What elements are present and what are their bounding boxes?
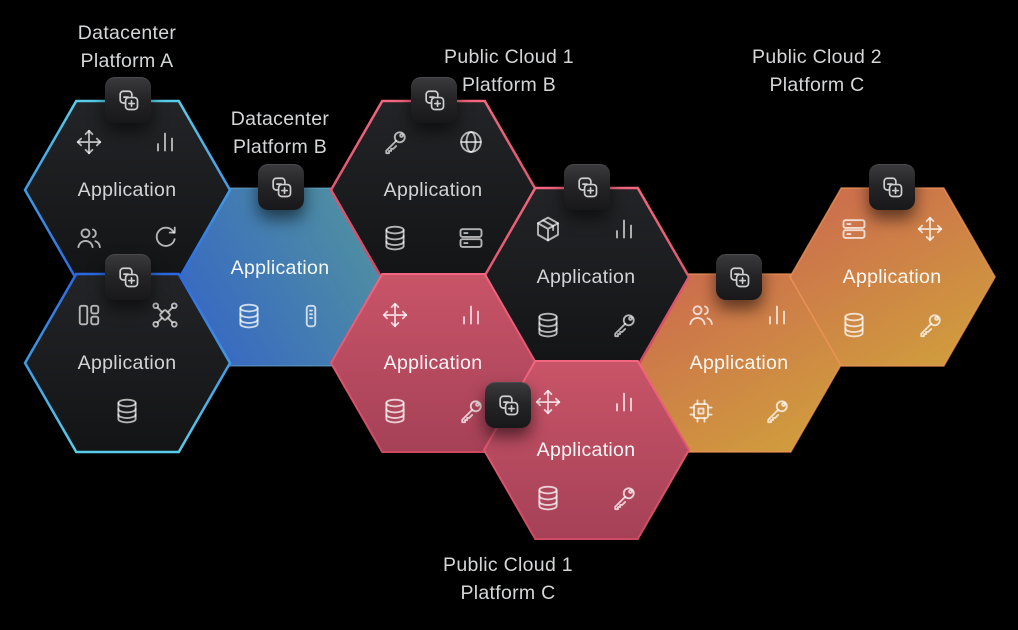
hexagon-shape bbox=[23, 272, 231, 454]
platform-label-datacenter-b: Datacenter Platform B bbox=[160, 105, 400, 161]
duplicate-add-badge bbox=[869, 164, 915, 210]
rack-icon bbox=[839, 214, 869, 244]
duplicate-add-icon bbox=[574, 174, 601, 201]
application-label: Application bbox=[842, 266, 942, 288]
database-icon bbox=[533, 483, 563, 513]
application-label: Application bbox=[536, 439, 636, 461]
duplicate-add-badge bbox=[105, 254, 151, 300]
application-label: Application bbox=[689, 352, 789, 374]
application-label: Application bbox=[77, 179, 177, 201]
bar-chart-icon bbox=[609, 214, 639, 244]
hexagon-public-cloud-1c-application-2: Application bbox=[482, 359, 691, 541]
platform-label-line: Platform B bbox=[461, 74, 557, 96]
hexagon-icon-row-top bbox=[788, 214, 997, 244]
duplicate-add-badge bbox=[258, 164, 304, 210]
key-icon bbox=[915, 310, 945, 340]
platform-label-line: Platform B bbox=[232, 136, 328, 158]
hexagon-icon-row-top bbox=[482, 214, 691, 244]
key-icon bbox=[762, 396, 792, 426]
key-icon bbox=[609, 310, 639, 340]
database-icon bbox=[533, 310, 563, 340]
hexagon-public-cloud-2-application-2: Application bbox=[788, 186, 997, 368]
package-icon bbox=[533, 214, 563, 244]
users-icon bbox=[74, 223, 104, 253]
hexagon-icon-row-bottom bbox=[23, 396, 232, 426]
move-icon bbox=[74, 127, 104, 157]
platform-label-line: Platform A bbox=[80, 50, 174, 72]
network-icon bbox=[150, 300, 180, 330]
move-icon bbox=[380, 300, 410, 330]
hexagon-shape bbox=[788, 187, 996, 367]
bar-chart-icon bbox=[609, 387, 639, 417]
hexagon-icon-row-bottom bbox=[23, 223, 232, 253]
hexagon-datacenter-a-application-2: Application bbox=[23, 272, 232, 454]
hexagon-icon-row-bottom bbox=[482, 483, 691, 513]
layout-icon bbox=[74, 300, 104, 330]
platform-label-line: Datacenter bbox=[77, 22, 177, 44]
key-icon bbox=[609, 483, 639, 513]
duplicate-add-icon bbox=[495, 392, 522, 419]
database-icon bbox=[380, 223, 410, 253]
duplicate-add-icon bbox=[268, 174, 295, 201]
platform-label-public-cloud-1b: Public Cloud 1 Platform B bbox=[389, 43, 629, 99]
platform-label-line: Public Cloud 1 bbox=[444, 46, 574, 68]
hexagon-shape bbox=[482, 360, 690, 540]
platform-label-line: Public Cloud 1 bbox=[443, 554, 573, 576]
database-icon bbox=[839, 310, 869, 340]
bar-chart-icon bbox=[456, 300, 486, 330]
duplicate-add-icon bbox=[115, 87, 142, 114]
server-icon bbox=[296, 301, 326, 331]
platform-label-public-cloud-2c: Public Cloud 2 Platform C bbox=[697, 43, 937, 99]
hexagon-icon-row-top bbox=[23, 300, 232, 330]
duplicate-add-icon bbox=[726, 264, 753, 291]
database-icon bbox=[112, 396, 142, 426]
platform-label-public-cloud-1c: Public Cloud 1 Platform C bbox=[388, 551, 628, 607]
platform-label-line: Datacenter bbox=[230, 108, 330, 130]
duplicate-add-badge bbox=[564, 164, 610, 210]
duplicate-add-icon bbox=[879, 174, 906, 201]
move-icon bbox=[533, 387, 563, 417]
hexagon-public-cloud-1c-application-1: Application bbox=[329, 272, 538, 454]
hexagon-public-cloud-1b-application-1: Application bbox=[329, 99, 538, 281]
hexagon-public-cloud-1b-application-2: Application bbox=[482, 186, 691, 368]
database-icon bbox=[234, 301, 264, 331]
duplicate-add-badge bbox=[716, 254, 762, 300]
application-label: Application bbox=[383, 352, 483, 374]
duplicate-add-badge bbox=[411, 77, 457, 123]
application-label: Application bbox=[230, 257, 330, 279]
platform-label-line: Platform C bbox=[769, 74, 865, 96]
move-icon bbox=[915, 214, 945, 244]
cpu-icon bbox=[686, 396, 716, 426]
refresh-icon bbox=[150, 223, 180, 253]
application-label: Application bbox=[383, 179, 483, 201]
hexagon-icon-row-bottom bbox=[788, 310, 997, 340]
users-icon bbox=[686, 300, 716, 330]
application-label: Application bbox=[77, 352, 177, 374]
hexagon-datacenter-a-application-1: Application bbox=[23, 99, 232, 281]
application-label: Application bbox=[536, 266, 636, 288]
platform-label-datacenter-a: Datacenter Platform A bbox=[7, 19, 247, 75]
globe-icon bbox=[456, 127, 486, 157]
hexagon-icon-row-top bbox=[329, 300, 538, 330]
platform-label-line: Platform C bbox=[460, 582, 556, 604]
duplicate-add-badge bbox=[105, 77, 151, 123]
database-icon bbox=[380, 396, 410, 426]
duplicate-add-badge bbox=[485, 382, 531, 428]
duplicate-add-icon bbox=[115, 264, 142, 291]
platform-label-line: Public Cloud 2 bbox=[752, 46, 882, 68]
